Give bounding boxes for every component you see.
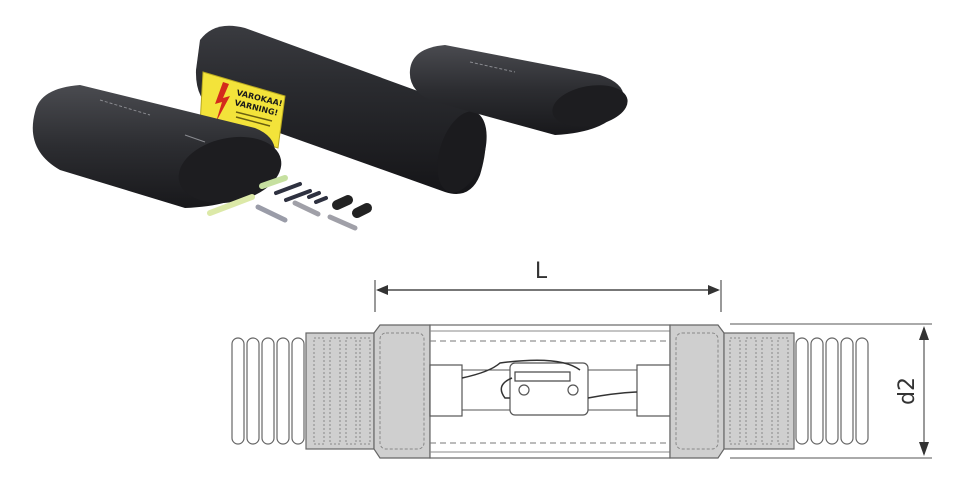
- joint-kit-illustration: VAROKAA! VARNING!: [32, 25, 628, 231]
- length-dimension: L: [374, 259, 722, 312]
- right-end-cap: [669, 324, 725, 459]
- left-shrink-section: [305, 332, 375, 450]
- long-sleeve: [195, 25, 487, 194]
- left-flat-sleeve: [32, 85, 282, 208]
- joint-cross-section: L: [231, 259, 932, 459]
- right-corrugated-pipe: [795, 337, 869, 445]
- arrow-right-icon: [708, 285, 720, 295]
- small-parts: [207, 175, 372, 231]
- left-corrugated-pipe: [231, 337, 305, 445]
- length-label: L: [535, 259, 548, 284]
- left-end-cap: [373, 324, 431, 459]
- high-voltage-icon: [215, 82, 230, 122]
- right-flat-sleeve: [409, 45, 628, 135]
- arrow-left-icon: [376, 285, 388, 295]
- diameter-label: d2: [895, 377, 920, 405]
- technical-drawing: L: [215, 240, 955, 484]
- right-shrink-section: [723, 332, 795, 450]
- product-photo: VAROKAA! VARNING!: [0, 0, 660, 240]
- arrow-up-icon: [919, 326, 929, 340]
- arrow-down-icon: [919, 442, 929, 456]
- diameter-dimension: d2: [730, 323, 932, 459]
- center-sleeve: [429, 324, 671, 459]
